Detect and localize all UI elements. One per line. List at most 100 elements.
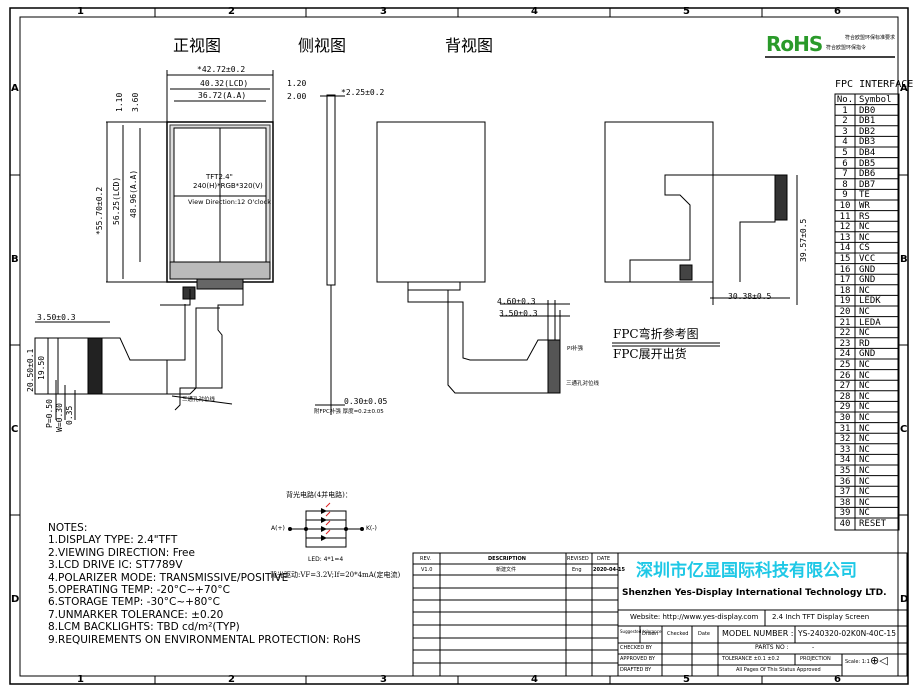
pin-number: 40: [839, 519, 851, 529]
pin-number: 35: [839, 466, 851, 476]
pin-number: 31: [839, 423, 851, 434]
rev-header: REV.: [420, 556, 431, 562]
fpc-pin-row: 16 GND: [835, 265, 899, 276]
pin-symbol: GND: [859, 275, 876, 286]
fpc-interface-title: FPC INTERFACE: [835, 79, 914, 90]
pin-number: 5: [842, 148, 848, 158]
pin-symbol: NC: [859, 444, 870, 455]
pin-symbol: NC: [859, 487, 870, 498]
dim-width-lcd: 40.32(LCD): [200, 79, 249, 88]
pin-symbol: NC: [859, 413, 870, 423]
column-label: 3: [380, 674, 387, 685]
pin-number: 21: [839, 317, 851, 328]
column-label: 6: [834, 674, 841, 685]
column-label: 5: [683, 6, 690, 17]
pin-symbol: NC: [859, 476, 870, 487]
pin-number: 36: [839, 476, 851, 487]
product-name: 2.4 Inch TFT Display Screen: [772, 613, 870, 621]
unfold-title: FPC展开出货: [613, 347, 687, 361]
pin-number: 16: [839, 264, 851, 275]
rev-cell: 2020-04-15: [593, 567, 625, 573]
pin-number: 13: [839, 232, 851, 243]
pin-symbol: DB3: [859, 137, 876, 148]
pin-symbol: DB5: [859, 158, 876, 169]
pin-symbol: NC: [859, 222, 870, 233]
dim-fpc: 19.50: [37, 355, 46, 380]
pin-symbol: VCC: [859, 254, 876, 264]
dim-gap: 2.00: [287, 92, 307, 101]
pin-number: 37: [839, 487, 851, 498]
row-label: C: [11, 424, 19, 435]
row-label: C: [900, 424, 908, 435]
bend-title: FPC弯折参考图: [613, 327, 699, 341]
pin-symbol: NC: [859, 328, 870, 339]
pin-symbol: LEDK: [859, 296, 881, 307]
parts-label: PARTS NO :: [755, 644, 789, 651]
led-count: LED: 4*1=4: [308, 556, 344, 563]
dim-fpc: 3.50±0.3: [37, 313, 76, 322]
row-label: B: [11, 254, 19, 265]
note-item: 6.STORAGE TEMP: -30°C~+80°C: [48, 596, 220, 609]
approval-note: All Pages Of This Status Approved: [736, 667, 821, 673]
pin-number: 8: [842, 179, 848, 190]
pin-number: 23: [839, 338, 851, 349]
dim-height-total: *55.70±0.2: [95, 186, 104, 235]
pin-symbol: NC: [859, 434, 870, 445]
pin-number: 4: [842, 137, 848, 148]
dim-h: 1.10: [115, 92, 124, 112]
tolerance: TOLERANCE ±0.1 ±0.2: [722, 656, 780, 662]
pin-number: 12: [839, 222, 851, 233]
pin-number: 26: [839, 370, 851, 381]
pin-symbol: NC: [859, 360, 870, 370]
row-label: A: [11, 83, 19, 94]
rohs-logo: RoHS: [766, 32, 823, 56]
note-item: 5.OPERATING TEMP: -20°C~+70°C: [48, 584, 230, 597]
pin-symbol: NC: [859, 402, 870, 413]
pin-symbol: CS: [859, 243, 870, 254]
fpc-pin-row: 5 DB4: [835, 148, 899, 159]
fpc-pin-row: 4 DB3: [835, 137, 899, 148]
column-label: 3: [380, 6, 387, 17]
column-label: 4: [531, 6, 538, 17]
dim-v: 39.57±0.5: [799, 218, 808, 262]
rev-cell: Eng: [572, 567, 582, 573]
dim-width-total: *42.72±0.2: [197, 65, 246, 74]
pin-number: 19: [839, 296, 851, 307]
dim-thickness: *2.25±0.2: [341, 88, 385, 97]
pin-symbol: DB7: [859, 179, 876, 190]
pin-number: 34: [839, 455, 851, 466]
approved-by: APPROVED BY: [620, 656, 656, 662]
dim-fpc: P=0.50: [45, 399, 54, 428]
pin-symbol: GND: [859, 264, 876, 275]
dim-fpc: W=0.30: [55, 403, 64, 432]
fpc-pin-row: 36 NC: [835, 477, 899, 488]
column-label: 4: [531, 674, 538, 685]
header-symbol: Symbol: [859, 95, 892, 105]
cathode-label: K(-): [366, 525, 377, 532]
pin-symbol: DB2: [859, 126, 876, 137]
fpc-pin-row: 19 LEDK: [835, 296, 899, 307]
pin-number: 33: [839, 444, 851, 455]
fpc-label: 三通孔对位线: [182, 397, 216, 403]
dim-width-aa: 36.72(A.A): [198, 91, 247, 100]
dim-fpc: 0.35: [65, 405, 74, 425]
drafted-by: DRAFTED BY: [620, 667, 652, 673]
pin-symbol: DB4: [859, 148, 876, 158]
